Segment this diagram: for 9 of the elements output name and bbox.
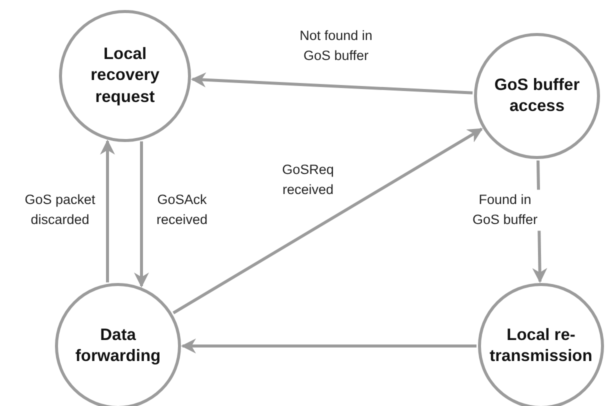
state-name: Local re-transmission bbox=[488, 324, 594, 367]
state-name: GoS buffer access bbox=[493, 74, 581, 117]
arrow bbox=[172, 128, 483, 314]
state-name: Local recovery request bbox=[90, 44, 160, 108]
arrow bbox=[100, 140, 115, 282]
state-name: Data forwarding bbox=[74, 324, 162, 367]
arrow bbox=[181, 338, 476, 354]
arrow bbox=[190, 72, 473, 94]
arrow bbox=[134, 141, 149, 288]
